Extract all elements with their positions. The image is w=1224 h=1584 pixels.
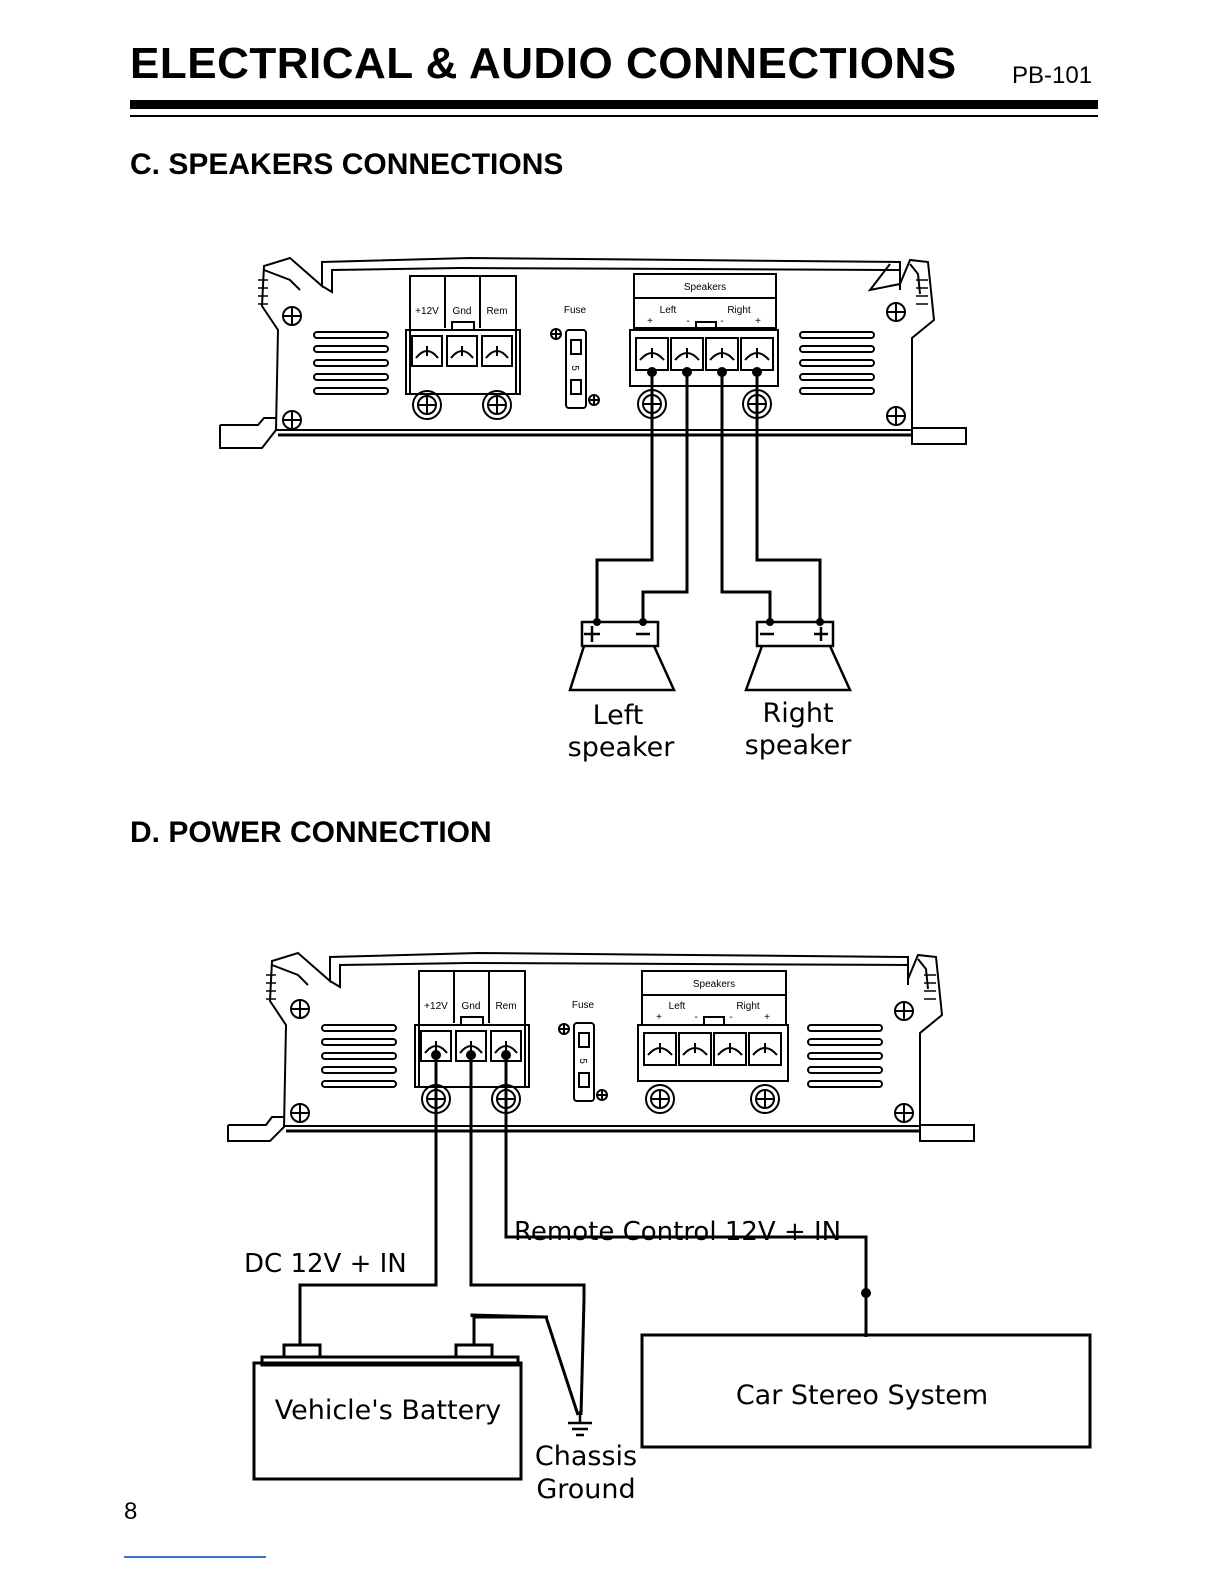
- label-right-minus: -: [729, 1012, 732, 1023]
- ground-icon: [568, 1411, 592, 1435]
- label-left-plus: +: [656, 1012, 662, 1023]
- label-fuse-value: 5: [577, 1058, 588, 1064]
- label-gnd: Gnd: [453, 306, 472, 317]
- label-left-minus: -: [686, 316, 689, 327]
- label-left: Left: [660, 305, 677, 316]
- right-speaker-label-2: speaker: [745, 730, 853, 761]
- label-right: Right: [727, 305, 751, 316]
- speakers-diagram: +12V Gnd Rem Fuse 5 Speakers Left Right …: [0, 250, 1224, 770]
- stereo-label: Car Stereo System: [736, 1380, 988, 1411]
- right-speaker-label-1: Right: [762, 698, 833, 729]
- power-diagram: +12V Gnd Rem Fuse 5 Speakers Left Right …: [0, 945, 1224, 1505]
- label-fuse-value: 5: [569, 365, 580, 371]
- label-speakers: Speakers: [684, 282, 726, 293]
- label-left-minus: -: [694, 1012, 697, 1023]
- power-terminal-block: [406, 276, 520, 419]
- left-speaker-label-2: speaker: [568, 732, 676, 763]
- right-fins: [916, 280, 928, 304]
- right-vent: [800, 332, 874, 394]
- ground-label-2: Ground: [536, 1474, 635, 1505]
- label-right-minus: -: [720, 316, 723, 327]
- right-vent: [808, 1025, 882, 1087]
- page-title: ELECTRICAL & AUDIO CONNECTIONS: [130, 42, 957, 86]
- model-code: PB-101: [1012, 64, 1092, 88]
- label-right-plus: +: [764, 1012, 770, 1023]
- dc-in-label: DC 12V + IN: [244, 1249, 407, 1279]
- right-fins: [924, 975, 936, 999]
- battery-label: Vehicle's Battery: [275, 1395, 502, 1426]
- left-vent: [314, 332, 388, 394]
- header-rule-thin: [130, 115, 1098, 117]
- section-d-title: D. POWER CONNECTION: [130, 818, 492, 848]
- section-c-title: C. SPEAKERS CONNECTIONS: [130, 150, 563, 180]
- label-rem: Rem: [486, 306, 507, 317]
- footer-rule: [124, 1556, 266, 1558]
- label-rem: Rem: [495, 1001, 516, 1012]
- speaker-wires: [597, 372, 820, 622]
- left-speaker-label-1: Left: [593, 700, 644, 731]
- label-right-plus: +: [755, 316, 761, 327]
- speaker-terminal-block: [638, 971, 788, 1113]
- remote-label: Remote Control 12V + IN: [514, 1217, 841, 1247]
- page-number: 8: [124, 1500, 137, 1524]
- right-speaker-icon: [746, 622, 850, 690]
- label-12v: +12V: [424, 1001, 448, 1012]
- corner-screws: [291, 1000, 913, 1122]
- label-fuse: Fuse: [572, 1000, 595, 1011]
- label-right: Right: [736, 1001, 760, 1012]
- label-left: Left: [669, 1001, 686, 1012]
- ground-label-1: Chassis: [535, 1441, 637, 1472]
- label-speakers: Speakers: [693, 979, 735, 990]
- label-12v: +12V: [415, 306, 439, 317]
- label-fuse: Fuse: [564, 305, 587, 316]
- left-vent: [322, 1025, 396, 1087]
- header-rule-thick: [130, 100, 1098, 109]
- label-left-plus: +: [647, 316, 653, 327]
- amplifier-housing: [228, 953, 974, 1141]
- left-speaker-icon: [570, 622, 674, 690]
- label-gnd: Gnd: [462, 1001, 481, 1012]
